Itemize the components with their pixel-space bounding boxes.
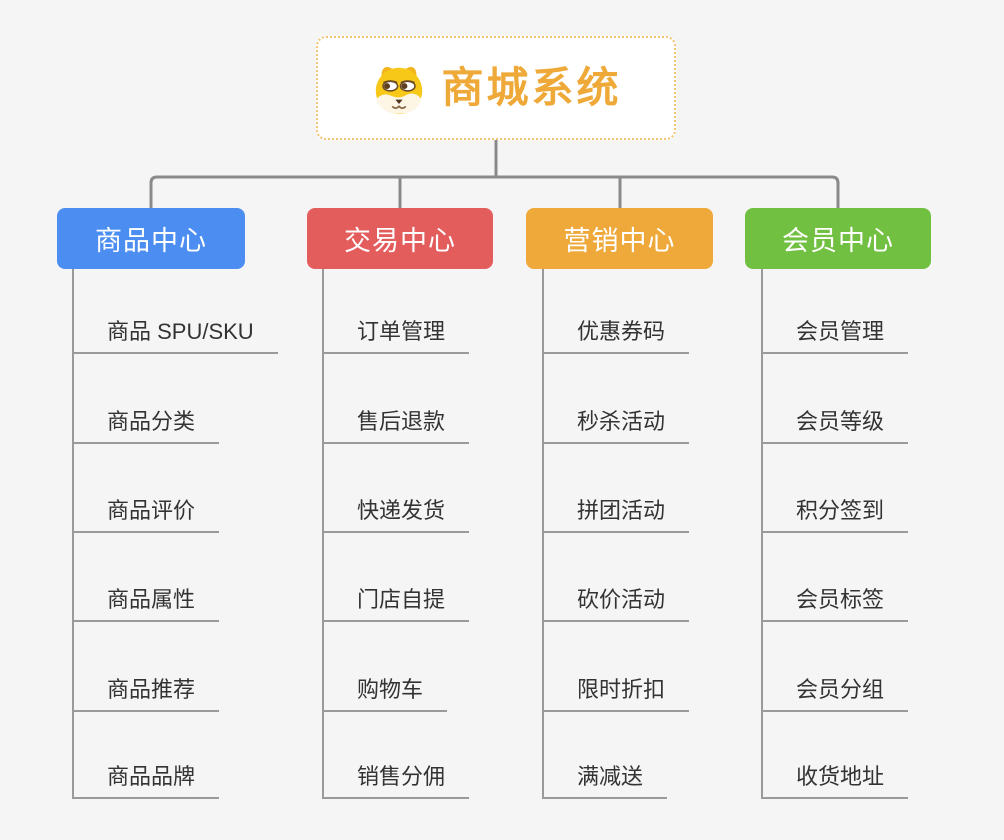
topic-node[interactable]: 商品属性	[74, 589, 220, 622]
topic-node[interactable]: 商品评价	[74, 500, 220, 533]
topic-node[interactable]: 商品 SPU/SKU	[74, 321, 278, 354]
topic-node[interactable]: 会员分组	[763, 679, 909, 712]
branch-trade-center[interactable]: 交易中心	[307, 208, 493, 269]
branch-column-member: 会员管理 会员等级 积分签到 会员标签 会员分组 收货地址	[761, 269, 909, 799]
topic-node[interactable]: 快递发货	[324, 500, 470, 533]
branch-column-product: 商品 SPU/SKU 商品分类 商品评价 商品属性 商品推荐 商品品牌	[72, 269, 278, 799]
topic-node[interactable]: 拼团活动	[544, 500, 690, 533]
branch-member-center[interactable]: 会员中心	[745, 208, 931, 269]
topic-node[interactable]: 销售分佣	[324, 766, 470, 799]
topic-node[interactable]: 会员管理	[763, 321, 909, 354]
topic-node[interactable]: 购物车	[324, 679, 448, 712]
branch-bus-line	[149, 175, 840, 208]
branch-column-trade: 订单管理 售后退款 快递发货 门店自提 购物车 销售分佣	[322, 269, 470, 799]
root-node[interactable]: 商城系统	[316, 36, 676, 140]
topic-node[interactable]: 商品品牌	[74, 766, 220, 799]
shiba-dog-icon	[376, 66, 423, 115]
topic-node[interactable]: 会员标签	[763, 589, 909, 622]
branch-marketing-center[interactable]: 营销中心	[526, 208, 713, 269]
topic-node[interactable]: 商品分类	[74, 411, 220, 444]
topic-node[interactable]: 砍价活动	[544, 589, 690, 622]
topic-node[interactable]: 收货地址	[763, 766, 909, 799]
topic-node[interactable]: 优惠券码	[544, 321, 690, 354]
topic-node[interactable]: 限时折扣	[544, 679, 690, 712]
topic-node[interactable]: 积分签到	[763, 500, 909, 533]
topic-node[interactable]: 门店自提	[324, 589, 470, 622]
topic-node[interactable]: 会员等级	[763, 411, 909, 444]
branch-product-center[interactable]: 商品中心	[57, 208, 245, 269]
topic-node[interactable]: 秒杀活动	[544, 411, 690, 444]
topic-node[interactable]: 商品推荐	[74, 679, 220, 712]
root-title: 商城系统	[441, 64, 622, 111]
topic-node[interactable]: 订单管理	[324, 321, 470, 354]
branch-column-marketing: 优惠券码 秒杀活动 拼团活动 砍价活动 限时折扣 满减送	[542, 269, 690, 799]
topic-node[interactable]: 满减送	[544, 766, 668, 799]
topic-node[interactable]: 售后退款	[324, 411, 470, 444]
